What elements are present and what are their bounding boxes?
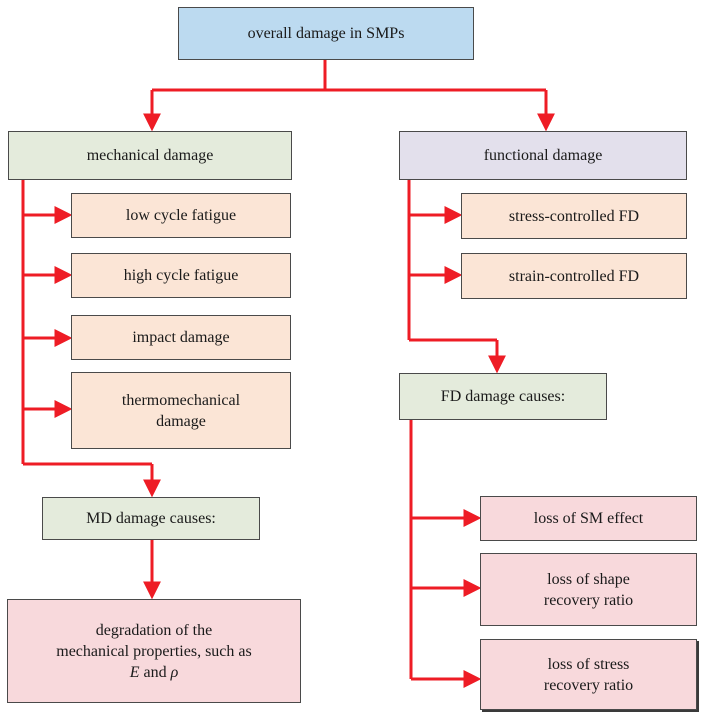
fd-damage-causes-label: FD damage causes: <box>440 388 566 405</box>
impact-damage-box: impact damage <box>71 315 291 360</box>
strain-controlled-fd-label: strain-controlled FD <box>508 267 640 285</box>
thermomechanical-label-line2: damage <box>156 412 206 430</box>
degradation-label-line2: mechanical properties, such as <box>56 642 252 660</box>
impact-damage-label: impact damage <box>132 329 230 346</box>
degradation-box: degradation of the mechanical properties… <box>7 599 301 703</box>
functional-damage-box: functional damage <box>399 131 687 180</box>
and-connector-text: and <box>139 663 171 681</box>
stress-controlled-fd-box: stress-controlled FD <box>461 193 687 239</box>
loss-stress-recovery-box: loss of stress recovery ratio <box>480 639 697 710</box>
mechanical-damage-label: mechanical damage <box>86 147 214 164</box>
fd-damage-causes-box: FD damage causes: <box>399 373 607 420</box>
degradation-label-line1: degradation of the <box>95 621 213 639</box>
overall-damage-label: overall damage in SMPs <box>247 25 405 42</box>
high-cycle-fatigue-label: high cycle fatigue <box>123 267 239 284</box>
thermomechanical-label-line1: thermomechanical <box>121 391 241 409</box>
overall-damage-box: overall damage in SMPs <box>178 7 474 60</box>
low-cycle-fatigue-box: low cycle fatigue <box>71 193 291 238</box>
high-cycle-fatigue-box: high cycle fatigue <box>71 253 291 298</box>
loss-stress-recovery-line1: loss of stress <box>547 655 630 673</box>
loss-stress-recovery-line2: recovery ratio <box>543 676 634 694</box>
thermomechanical-damage-box: thermomechanical damage <box>71 372 291 449</box>
md-damage-causes-label: MD damage causes: <box>86 510 216 527</box>
md-damage-causes-box: MD damage causes: <box>42 497 260 540</box>
degradation-label-line3: E and ρ <box>130 662 179 683</box>
loss-shape-recovery-line2: recovery ratio <box>543 591 634 609</box>
functional-damage-label: functional damage <box>483 147 603 164</box>
loss-shape-recovery-box: loss of shape recovery ratio <box>480 553 697 626</box>
strain-controlled-fd-box: strain-controlled FD <box>461 253 687 299</box>
mechanical-damage-box: mechanical damage <box>8 131 292 180</box>
loss-sm-effect-label: loss of SM effect <box>533 510 644 527</box>
low-cycle-fatigue-label: low cycle fatigue <box>125 207 237 224</box>
loss-shape-recovery-line1: loss of shape <box>547 570 630 588</box>
stress-controlled-fd-label: stress-controlled FD <box>508 207 640 225</box>
density-symbol: ρ <box>170 663 179 681</box>
loss-sm-effect-box: loss of SM effect <box>480 496 697 541</box>
modulus-symbol: E <box>129 663 140 681</box>
